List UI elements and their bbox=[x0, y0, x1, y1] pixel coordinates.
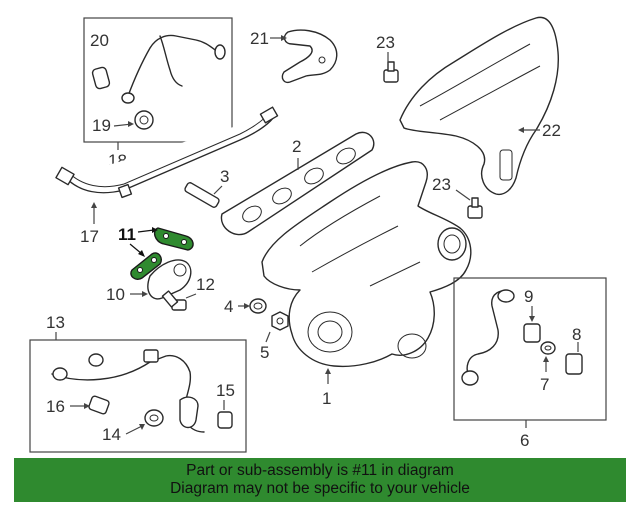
part-11-gasket-lower[interactable] bbox=[130, 252, 162, 280]
part-17-tube[interactable] bbox=[55, 106, 279, 199]
label-8: 8 bbox=[572, 325, 581, 344]
label-21: 21 bbox=[250, 29, 269, 48]
part-20-pipe[interactable] bbox=[91, 34, 226, 104]
part-19-washer[interactable] bbox=[134, 110, 154, 130]
label-13: 13 bbox=[46, 313, 65, 332]
group-box-6 bbox=[453, 277, 607, 421]
label-23-top: 23 bbox=[376, 33, 395, 52]
banner-line-1: Part or sub-assembly is #11 in diagram bbox=[186, 462, 454, 479]
part-10-valve[interactable] bbox=[147, 259, 192, 300]
label-22: 22 bbox=[542, 121, 561, 140]
label-9: 9 bbox=[524, 287, 533, 306]
label-17: 17 bbox=[80, 227, 99, 246]
label-10: 10 bbox=[106, 285, 125, 304]
label-16: 16 bbox=[46, 397, 65, 416]
part-16-fitting[interactable] bbox=[88, 395, 110, 415]
part-11-gasket-upper[interactable] bbox=[153, 227, 194, 251]
label-3: 3 bbox=[220, 167, 229, 186]
part-15-fitting[interactable] bbox=[217, 411, 233, 429]
part-23-bolt-right[interactable] bbox=[467, 197, 483, 219]
part-5-nut[interactable] bbox=[271, 311, 289, 331]
part-21-bracket[interactable] bbox=[281, 29, 338, 84]
label-14: 14 bbox=[102, 425, 121, 444]
part-12-bolt[interactable] bbox=[161, 290, 187, 311]
part-4-gasket-ring[interactable] bbox=[249, 298, 267, 314]
part-14-washer[interactable] bbox=[144, 409, 164, 427]
banner-line-2: Diagram may not be specific to your vehi… bbox=[170, 480, 470, 497]
part-9-fitting[interactable] bbox=[523, 323, 541, 343]
label-23-right: 23 bbox=[432, 175, 451, 194]
group-box-13 bbox=[29, 339, 247, 453]
label-15: 15 bbox=[216, 381, 235, 400]
part-6-pipe[interactable] bbox=[461, 289, 515, 386]
label-1: 1 bbox=[322, 389, 331, 408]
info-banner: Part or sub-assembly is #11 in diagram D… bbox=[14, 458, 626, 502]
part-23-bolt-top[interactable] bbox=[383, 61, 399, 83]
label-2: 2 bbox=[292, 137, 301, 156]
label-12: 12 bbox=[196, 275, 215, 294]
label-7: 7 bbox=[540, 375, 549, 394]
part-1-turbo-manifold[interactable] bbox=[261, 161, 472, 368]
part-13-pipe[interactable] bbox=[51, 349, 205, 433]
label-11: 11 bbox=[118, 225, 136, 244]
label-5: 5 bbox=[260, 343, 269, 362]
part-8-fitting[interactable] bbox=[565, 353, 583, 375]
part-7-washer[interactable] bbox=[540, 341, 556, 355]
label-20: 20 bbox=[90, 31, 109, 50]
label-4: 4 bbox=[224, 297, 233, 316]
label-6: 6 bbox=[520, 431, 529, 450]
part-22-heat-shield[interactable] bbox=[399, 16, 560, 196]
part-2-gasket[interactable] bbox=[220, 131, 375, 236]
label-19: 19 bbox=[92, 116, 111, 135]
part-3-stud[interactable] bbox=[184, 182, 220, 209]
group-box-18 bbox=[83, 17, 233, 143]
